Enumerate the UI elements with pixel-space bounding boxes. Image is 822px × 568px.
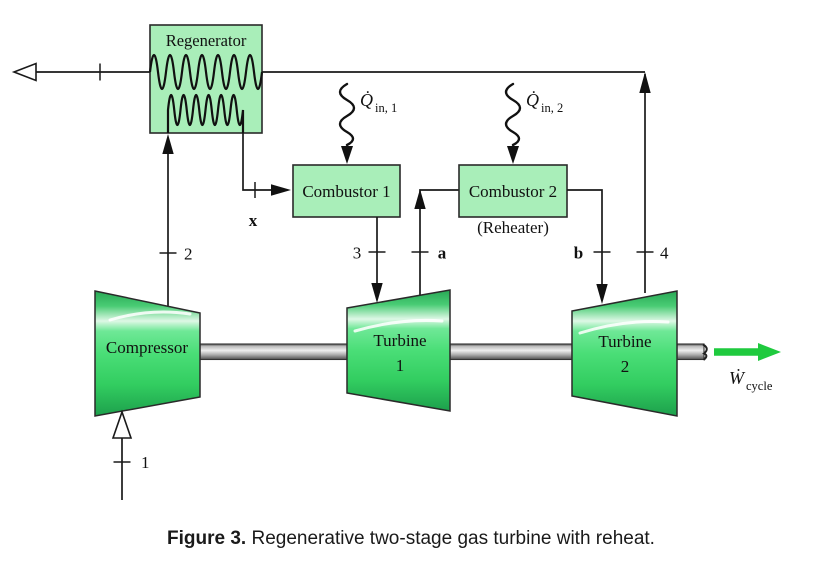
turbine-2-body <box>571 290 678 417</box>
figure-caption-label: Figure 3. <box>167 528 247 549</box>
shaft-segment <box>449 343 573 361</box>
turbine-2-number: 2 <box>621 357 630 376</box>
turbine-2: Turbine 2 <box>571 290 678 417</box>
combustor-1-label: Combustor 1 <box>302 182 390 201</box>
compressor-highlight <box>108 310 192 322</box>
heat-1-symbol: Q̇ <box>360 89 373 110</box>
heat-input-2: Q̇ in, 2 <box>504 82 563 164</box>
state-1-label: 1 <box>141 453 150 472</box>
work-symbol: Ẇ <box>729 367 746 388</box>
work-subscript: cycle <box>746 379 773 393</box>
stream-3: 3 <box>353 217 386 303</box>
stream-b-line <box>567 189 603 285</box>
combustor-1: Combustor 1 <box>292 164 401 218</box>
turbine-2-highlight <box>578 319 670 335</box>
figure-caption: Figure 3. Regenerative two-stage gas tur… <box>0 528 822 550</box>
regenerator-label: Regenerator <box>166 31 247 50</box>
shaft-break-squiggle <box>702 343 708 361</box>
combustor-1-box <box>292 164 401 218</box>
stream-1: 1 <box>111 409 150 500</box>
turbine-1: Turbine 1 <box>346 289 451 412</box>
state-a-label: a <box>438 244 447 263</box>
compressor-label: Compressor <box>106 338 189 357</box>
down-arrowhead-icon <box>596 284 608 304</box>
turbine-1-highlight <box>353 318 444 333</box>
stream-4: 4 <box>636 72 669 293</box>
heat-squiggle-arrow-icon <box>338 82 356 147</box>
up-arrowhead-icon <box>414 189 426 209</box>
down-arrowhead-icon <box>341 146 353 164</box>
turbine-1-body <box>346 289 451 412</box>
stream-b: b <box>567 189 611 304</box>
compressor-body <box>94 290 201 417</box>
down-arrowhead-icon <box>371 283 383 303</box>
turbine-1-label: Turbine <box>373 331 426 350</box>
turbine-1-number: 1 <box>396 356 405 375</box>
stream-a-line <box>419 189 459 295</box>
state-x-label: x <box>249 211 258 230</box>
heat-squiggle-arrow-icon <box>504 82 522 147</box>
regenerator-cold-coil <box>166 93 245 133</box>
right-arrowhead-icon <box>271 184 291 196</box>
compressor: Compressor <box>94 290 201 417</box>
heat-1-subscript: in, 1 <box>375 101 397 115</box>
work-output: Ẇ cycle <box>714 343 781 393</box>
combustor-2-label: Combustor 2 <box>469 182 557 201</box>
stream-x: x <box>242 133 291 230</box>
down-arrowhead-icon <box>507 146 519 164</box>
diagram-canvas: Regenerator 4 2 x Combustor 1 <box>11 24 781 500</box>
state-3-label: 3 <box>353 244 362 263</box>
inlet-arrowhead-icon <box>111 409 133 439</box>
turbine-2-label: Turbine <box>598 332 651 351</box>
heat-2-subscript: in, 2 <box>541 101 563 115</box>
stream-2: 2 <box>159 134 193 306</box>
up-arrowhead-icon <box>162 134 174 154</box>
reheater-note: (Reheater) <box>477 218 549 237</box>
heat-2-symbol: Q̇ <box>526 89 539 110</box>
state-2-label: 2 <box>184 245 193 264</box>
combustor-2: Combustor 2 (Reheater) <box>458 164 568 237</box>
regenerator-hot-coil <box>148 53 264 91</box>
state-b-label: b <box>574 244 583 263</box>
up-arrowhead-icon <box>639 72 651 93</box>
figure-caption-text: Regenerative two-stage gas turbine with … <box>251 528 655 549</box>
exhaust-stream <box>11 62 150 82</box>
exhaust-arrowhead-icon <box>11 62 37 82</box>
regenerator: Regenerator <box>148 24 264 134</box>
shaft-segment <box>199 343 348 361</box>
stream-x-line <box>242 133 273 191</box>
combustor-2-box <box>458 164 568 218</box>
work-arrowhead-icon <box>758 343 781 361</box>
heat-input-1: Q̇ in, 1 <box>338 82 397 164</box>
state-4-label: 4 <box>660 244 669 263</box>
shaft-segment <box>676 343 705 361</box>
stream-a: a <box>411 189 459 295</box>
